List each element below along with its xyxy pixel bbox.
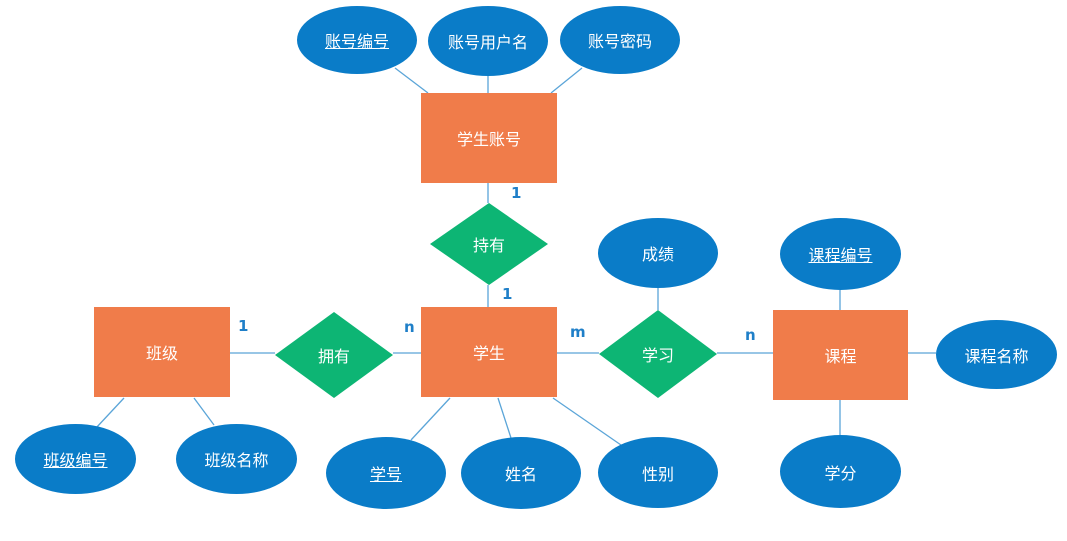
cardinality-study-course: n xyxy=(745,326,756,344)
attribute-student-no: 学号 xyxy=(326,437,446,509)
attribute-account-no-label: 账号编号 xyxy=(324,32,389,51)
entity-student: 学生 xyxy=(421,307,557,397)
attribute-class-name-label: 班级名称 xyxy=(204,451,269,470)
cardinality-student-study: m xyxy=(570,323,586,341)
entity-student-account: 学生账号 xyxy=(421,93,557,183)
link-class-name xyxy=(193,397,215,426)
entity-class-label: 班级 xyxy=(145,344,178,363)
entity-course: 课程 xyxy=(773,310,908,400)
cardinality-class-own: 1 xyxy=(238,317,249,335)
attribute-gender-label: 性别 xyxy=(641,464,674,484)
relationship-own-label: 拥有 xyxy=(317,347,350,366)
link-account-no xyxy=(394,67,429,94)
entity-student-account-label: 学生账号 xyxy=(456,130,521,149)
attribute-grade: 成绩 xyxy=(598,218,718,288)
relationship-hold-label: 持有 xyxy=(472,236,505,255)
entity-student-label: 学生 xyxy=(472,344,505,363)
attribute-course-no: 课程编号 xyxy=(780,218,901,290)
attribute-class-no-label: 班级编号 xyxy=(43,451,108,470)
attribute-class-no: 班级编号 xyxy=(15,424,136,494)
attribute-course-name-label: 课程名称 xyxy=(964,346,1029,366)
relationship-study: 学习 xyxy=(599,310,717,398)
relationship-own: 拥有 xyxy=(275,312,393,398)
attribute-account-password: 账号密码 xyxy=(560,6,680,74)
link-student-no xyxy=(410,397,451,441)
attribute-course-name: 课程名称 xyxy=(936,320,1057,389)
cardinality-account-hold: 1 xyxy=(511,184,522,202)
relationship-hold: 持有 xyxy=(430,203,548,285)
relationship-study-label: 学习 xyxy=(641,346,674,365)
attribute-course-no-label: 课程编号 xyxy=(808,246,873,265)
attribute-class-name: 班级名称 xyxy=(176,424,297,494)
entity-class: 班级 xyxy=(94,307,230,397)
cardinality-own-student: n xyxy=(404,318,415,336)
link-gender xyxy=(552,397,622,446)
attribute-credit: 学分 xyxy=(780,435,901,508)
attribute-account-password-label: 账号密码 xyxy=(587,32,652,51)
entity-course-label: 课程 xyxy=(824,347,857,366)
attribute-student-no-label: 学号 xyxy=(369,465,402,484)
link-account-password xyxy=(550,67,583,94)
cardinality-hold-student: 1 xyxy=(502,285,513,303)
attribute-account-no: 账号编号 xyxy=(297,6,417,74)
attribute-account-username: 账号用户名 xyxy=(428,6,548,76)
link-student-name xyxy=(497,397,512,439)
attribute-student-name-label: 姓名 xyxy=(504,465,537,484)
attribute-credit-label: 学分 xyxy=(824,463,857,483)
attribute-gender: 性别 xyxy=(598,437,718,508)
attribute-student-name: 姓名 xyxy=(461,437,581,509)
attribute-account-username-label: 账号用户名 xyxy=(447,33,528,52)
attribute-grade-label: 成绩 xyxy=(641,245,674,264)
link-class-no xyxy=(95,397,125,429)
